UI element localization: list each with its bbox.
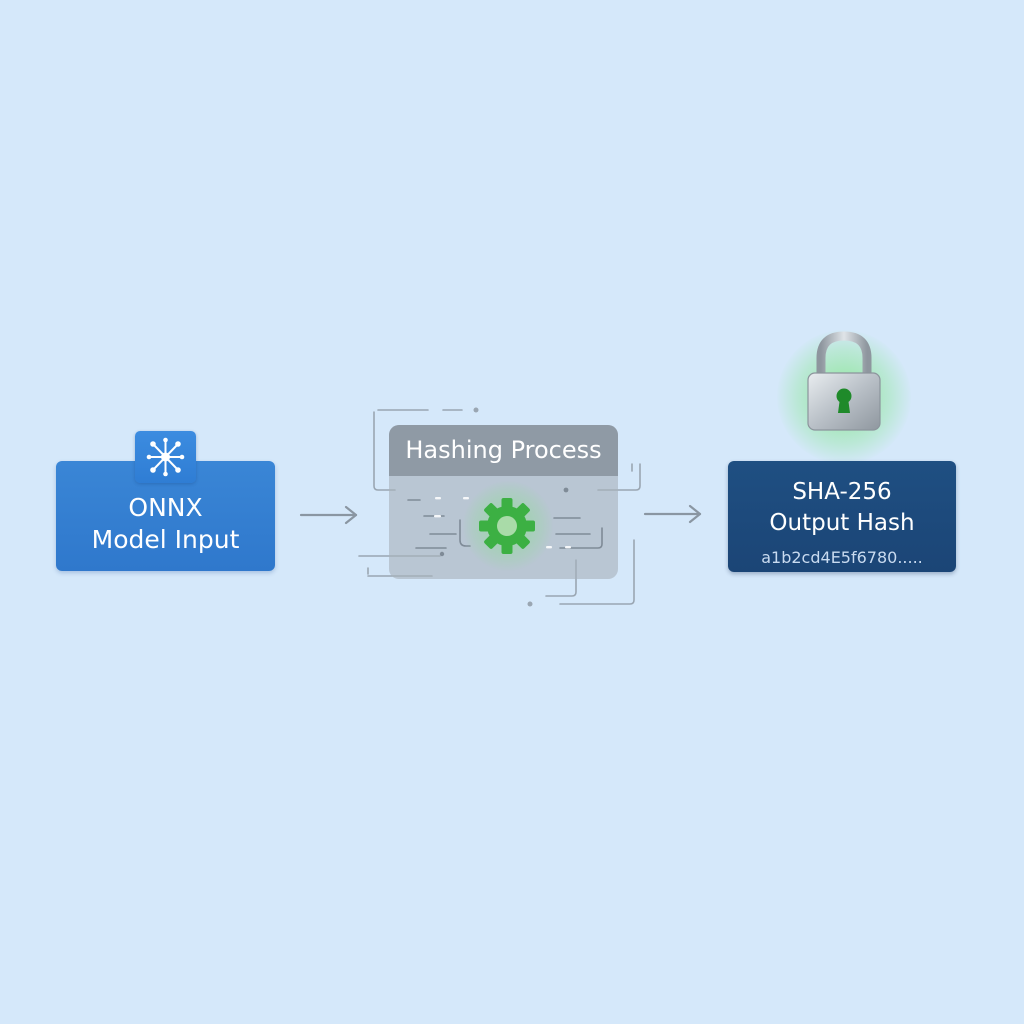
process-header <box>389 425 618 476</box>
output-title-line2: Output Hash <box>769 510 915 536</box>
arrow-right-icon <box>643 504 702 524</box>
output-hash-value: a1b2cd4E5f6780..... <box>761 548 923 567</box>
arrow-right-icon <box>299 505 358 525</box>
output-label: SHA-256 Output Hash <box>728 477 956 539</box>
input-label: ONNX Model Input <box>56 492 275 556</box>
process-title: Hashing Process <box>405 436 602 464</box>
output-title-line1: SHA-256 <box>792 479 892 505</box>
input-title-line2: Model Input <box>91 525 240 554</box>
padlock-icon <box>807 331 881 431</box>
gear-icon <box>479 498 535 554</box>
network-node-icon <box>135 431 196 483</box>
sha256-output-box <box>728 461 956 572</box>
input-title-line1: ONNX <box>128 493 203 522</box>
